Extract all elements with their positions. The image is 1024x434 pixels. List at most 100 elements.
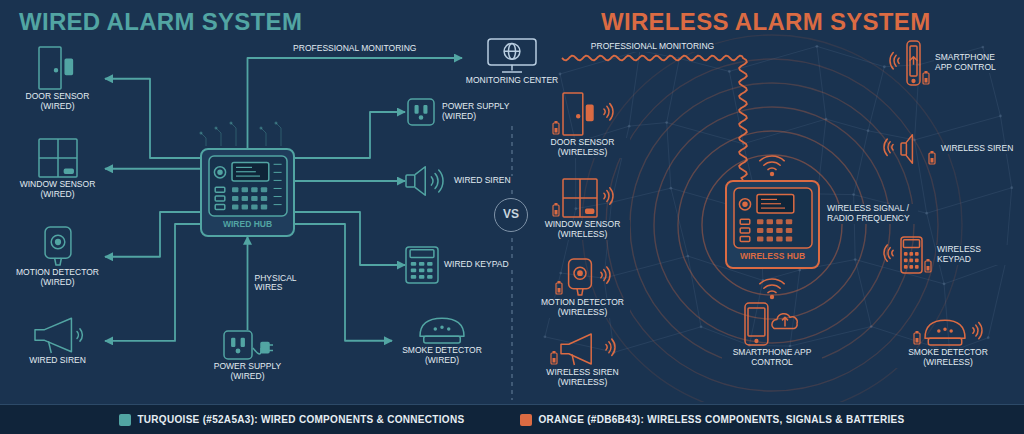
icon-part [415, 106, 418, 113]
device-icon [733, 187, 813, 249]
node-label: SMOKE DETECTOR (WIRELESS) [888, 348, 1008, 368]
icon-part [785, 237, 791, 242]
speaker-icon [406, 167, 443, 196]
icon-part [65, 59, 72, 74]
icon-part [273, 164, 281, 165]
icon-part [232, 187, 238, 192]
mesh-dot [815, 45, 818, 48]
icon-part [64, 169, 73, 173]
node-label: DOOR SENSOR (WIRED) [12, 92, 104, 112]
signal-arc [973, 328, 974, 333]
device-icon [418, 316, 466, 344]
legend-swatch [520, 414, 532, 426]
signal-arc [892, 145, 893, 150]
device-icon [208, 155, 288, 217]
icon-part [745, 303, 768, 345]
signal-arc [884, 139, 887, 155]
node-label: POWER SUPPLY (WIRED) [441, 102, 515, 122]
icon-part [915, 265, 919, 269]
icon-part [55, 240, 60, 245]
icon-part [574, 267, 586, 279]
icon-part [739, 199, 750, 210]
icon-part [915, 252, 919, 256]
signal-arc [611, 339, 614, 355]
mesh-line [868, 131, 914, 140]
icon-part [253, 348, 261, 354]
icon-part [411, 262, 416, 266]
icon-part [757, 237, 763, 242]
text-label: WIRELESS SIGNAL / RADIO FREQUENCY [826, 204, 918, 224]
mesh-line [604, 256, 688, 278]
signal-arc [760, 156, 785, 161]
icon-part [743, 202, 747, 206]
icon-part [419, 275, 424, 279]
node-label: WINDOW SENSOR (WIRELESS) [535, 220, 630, 240]
battery-icon [557, 288, 560, 293]
connector [105, 168, 200, 170]
monitor-icon [488, 39, 536, 72]
signal-arc [760, 279, 785, 284]
smoke-icon [420, 318, 464, 343]
circuit-pad [215, 127, 218, 130]
hub-icon [209, 156, 287, 216]
icon-part [766, 228, 772, 233]
icon-part [260, 205, 266, 210]
mesh-line [817, 46, 826, 119]
icon-part [950, 330, 952, 332]
node-label: VS [502, 208, 520, 222]
mesh-dot [669, 187, 672, 190]
icon-part [563, 179, 597, 217]
node-label: MONITORING CENTER [465, 76, 559, 86]
megaphone-icon [35, 318, 82, 353]
icon-part [420, 318, 464, 336]
icon-part [776, 237, 782, 242]
device-node: SMOKE DETECTOR (WIRELESS) [888, 318, 1008, 368]
icon-part [909, 265, 913, 269]
battery-icon [914, 333, 920, 344]
connector [105, 224, 200, 341]
battery-icon [553, 205, 559, 216]
mesh-dot [700, 325, 703, 328]
device-icon [405, 98, 437, 126]
icon-part [904, 258, 908, 262]
node-label: WIRED HUB [222, 220, 273, 230]
signal-arc [894, 55, 896, 66]
connector [105, 79, 200, 158]
node-label: POWER SUPPLY (WIRED) [202, 362, 294, 382]
radio-ring [702, 155, 842, 295]
device-icon [38, 46, 78, 90]
battery-icon [552, 358, 555, 363]
icon-part [427, 275, 432, 279]
icon-part [586, 105, 592, 120]
circuit-trace [216, 128, 221, 146]
icon-part [572, 354, 574, 365]
icon-part [251, 205, 257, 210]
mesh-dot [943, 283, 946, 286]
icon-part [408, 99, 434, 125]
icon-part [757, 194, 794, 213]
megaphone-icon [551, 334, 615, 365]
icon-part [761, 207, 785, 208]
mesh-dot [798, 269, 801, 272]
icon-part [427, 262, 432, 266]
outlet-icon [408, 99, 434, 125]
device-node: WIRED SIREN [10, 316, 105, 366]
signal-arc [768, 291, 776, 293]
battery-icon [556, 283, 562, 294]
device-icon [890, 40, 930, 86]
node-label: SMARTPHONE APP CONTROL [722, 348, 822, 368]
device-node: SMARTPHONE APP CONTROL [890, 40, 1012, 86]
mesh-dot [999, 115, 1002, 118]
battery-icon [551, 353, 557, 364]
icon-part [907, 41, 920, 85]
door-icon [553, 93, 613, 135]
icon-part [755, 340, 758, 343]
text-label: WIRED ALARM SYSTEM [18, 10, 303, 34]
icon-part [236, 349, 239, 352]
device-icon [555, 258, 611, 296]
icon-part [273, 188, 281, 189]
divider-line [511, 102, 512, 400]
mesh-line [854, 131, 868, 195]
mesh-line [818, 119, 826, 194]
icon-part [761, 199, 777, 200]
